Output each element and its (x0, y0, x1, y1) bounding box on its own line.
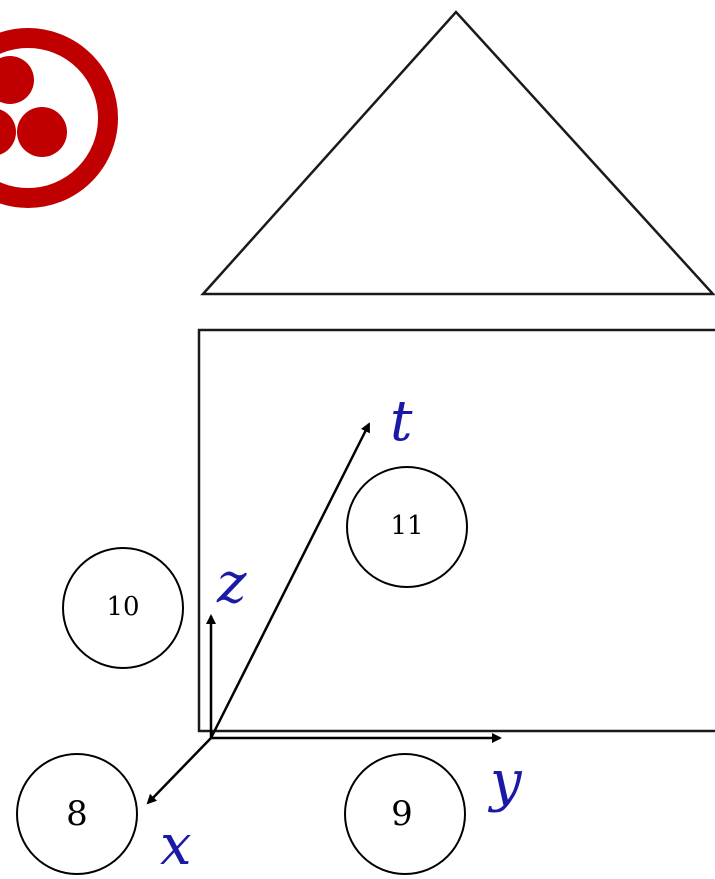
circle-8-label: 8 (66, 794, 88, 834)
circle-11: 11 (346, 466, 468, 588)
logo-dot-left (0, 109, 16, 155)
logo-ring (0, 28, 118, 208)
circle-9: 9 (344, 753, 466, 875)
x-axis-arrow (146, 737, 212, 805)
circle-10: 10 (62, 547, 184, 669)
z-axis-label: z (216, 551, 247, 616)
house-body-rectangle (197, 328, 715, 733)
y-axis-label: y (487, 749, 523, 814)
logo-icon (0, 28, 118, 208)
logo-dot-right (17, 107, 67, 157)
x-axis-label: x (160, 813, 192, 878)
circle-8: 8 (16, 753, 138, 875)
circle-10-label: 10 (106, 592, 139, 622)
logo-dot-top (0, 56, 34, 104)
t-axis-arrow (209, 422, 371, 739)
circle-9-label: 9 (391, 794, 413, 834)
coordinate-axes (146, 422, 502, 805)
circle-11-label: 11 (390, 511, 423, 541)
t-axis-label: t (390, 389, 413, 454)
roof-triangle (200, 10, 715, 296)
